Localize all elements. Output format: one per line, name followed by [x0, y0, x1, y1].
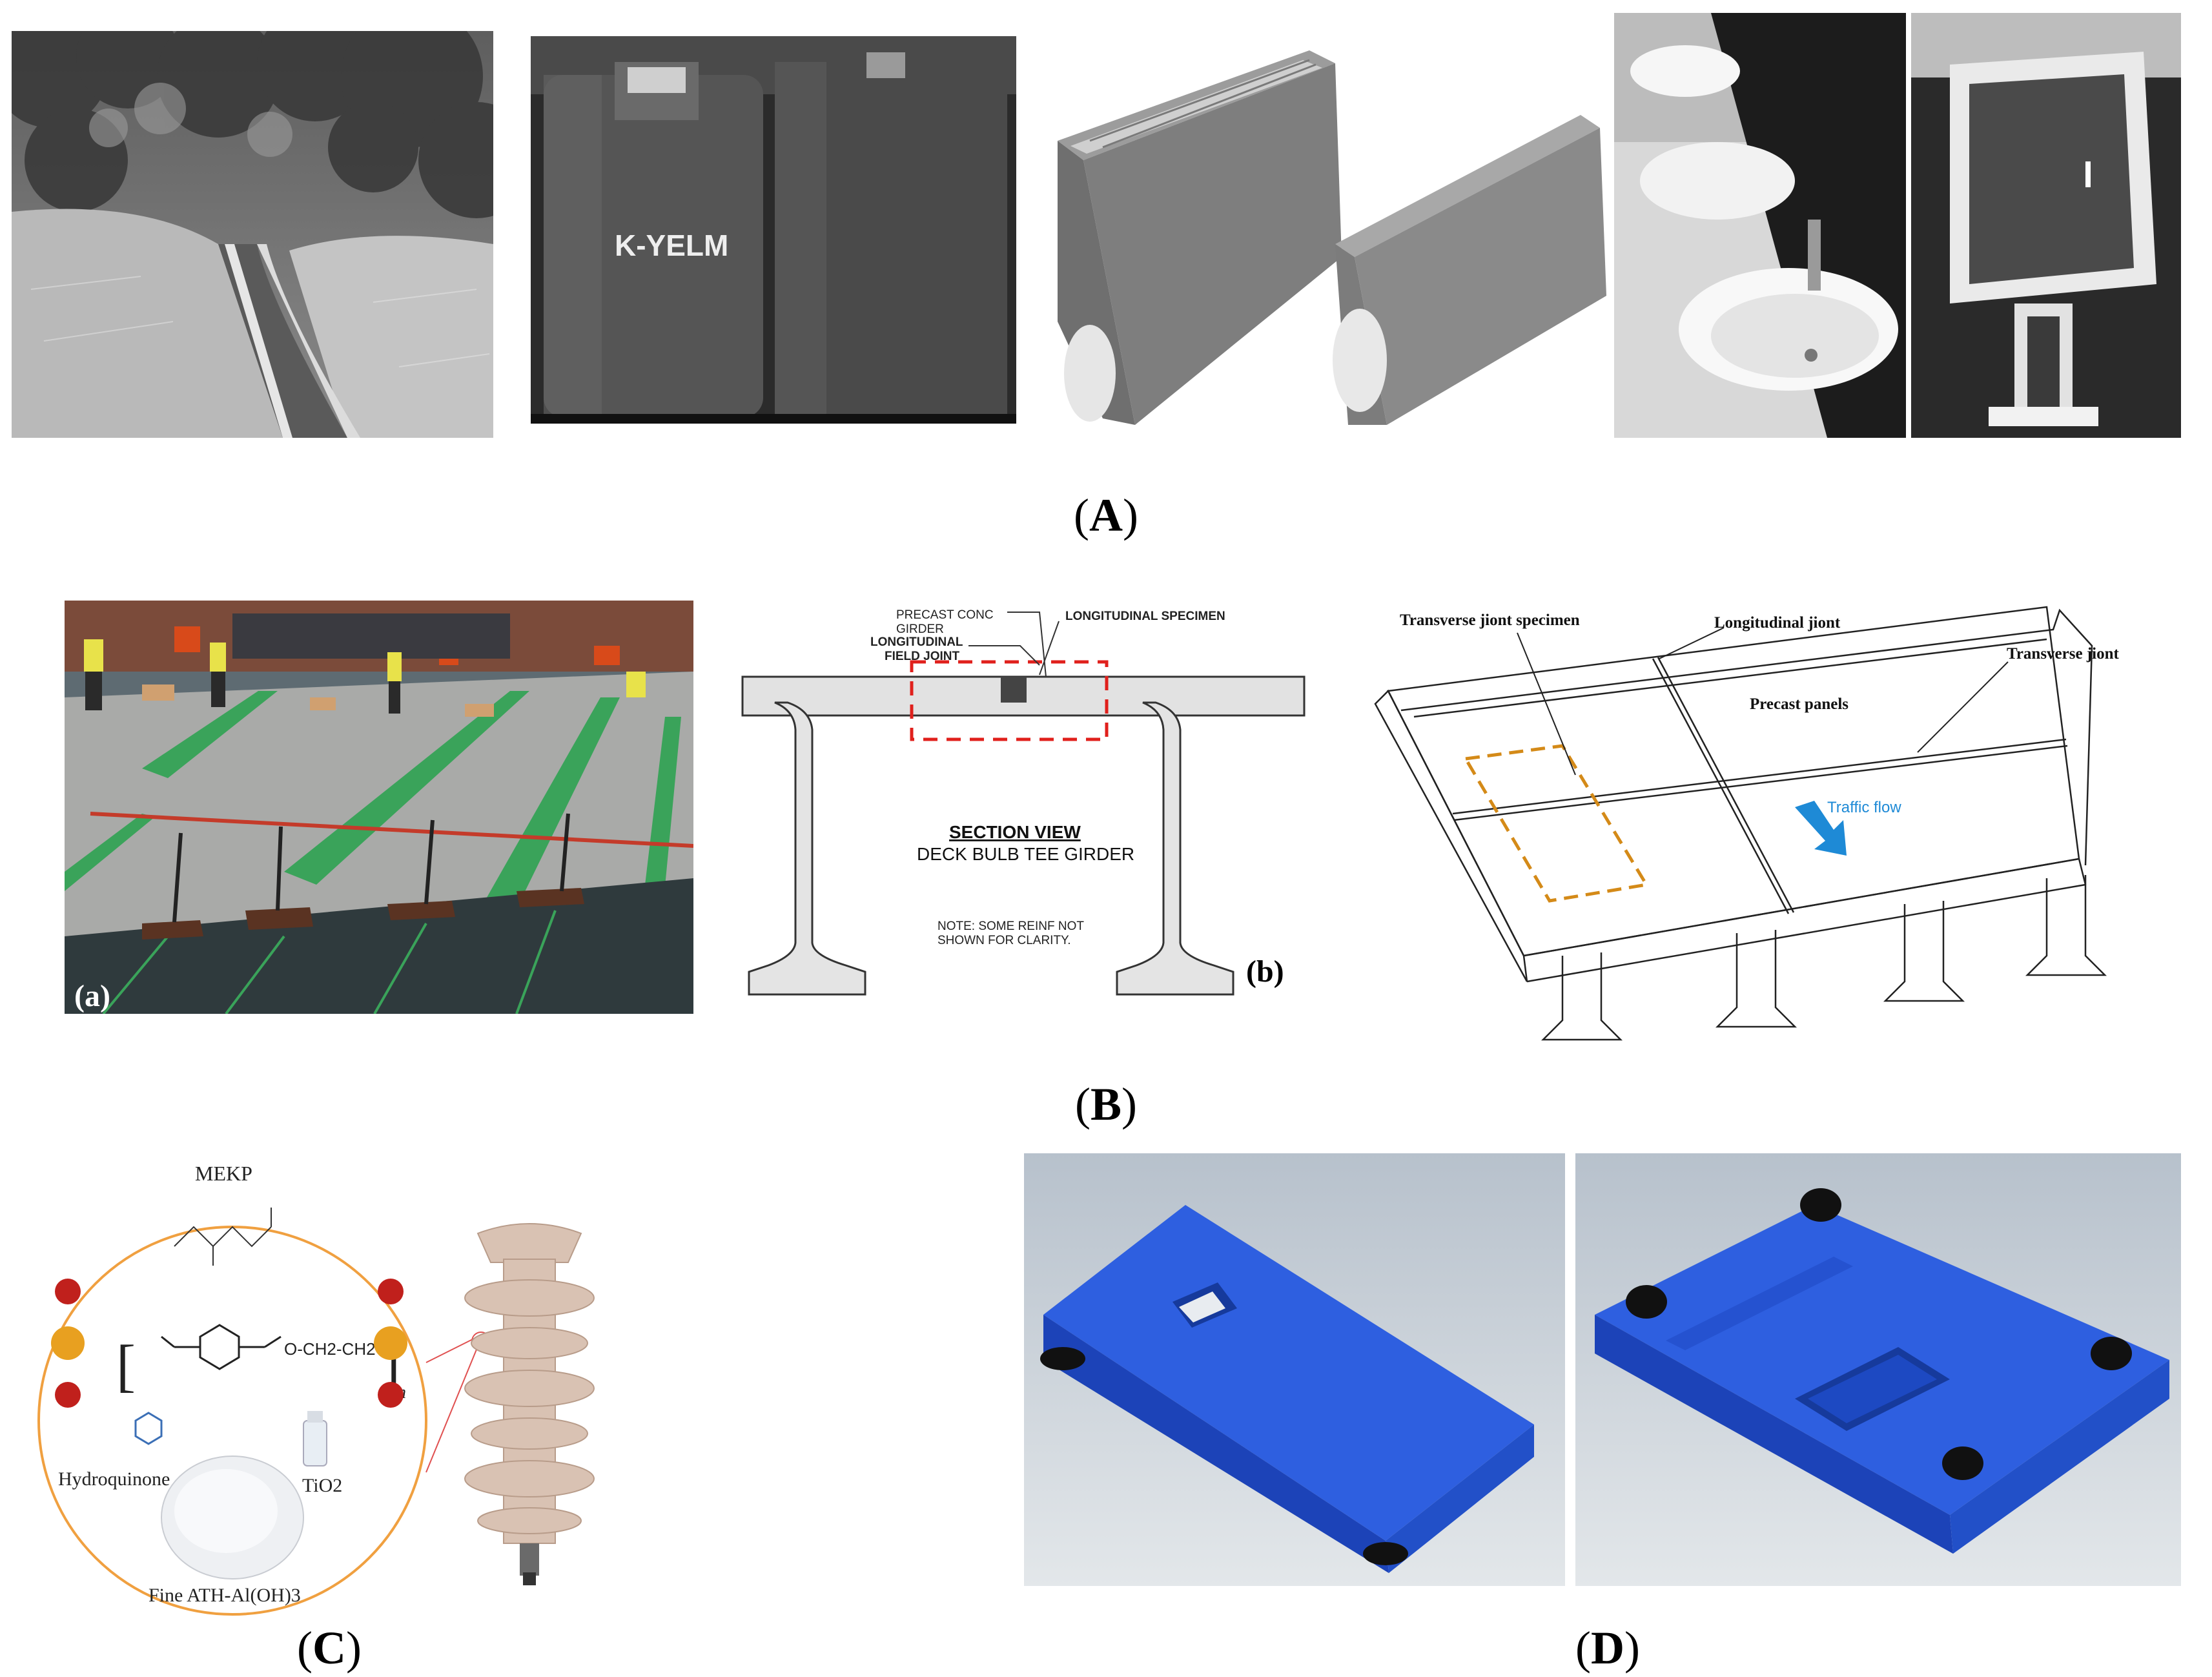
longitudinal-joint-label: Longitudinal jiont — [1714, 614, 1841, 632]
section-view-diagram: PRECAST CONC GIRDER LONGITUDINAL SPECIME… — [736, 594, 1311, 1001]
panel-b-label: (B) — [1075, 1078, 1137, 1130]
panel-d-label: (D) — [1575, 1622, 1640, 1674]
isometric-deck-diagram: Transverse jiont specimen Longitudinal j… — [1349, 594, 2189, 1046]
transverse-joint-label: Transverse jiont — [2007, 645, 2119, 663]
table-basin-photo — [1911, 13, 2181, 438]
sub-label-b: (b) — [1246, 954, 1284, 989]
sinks-photo — [1614, 13, 1906, 438]
sub-label-a: (a) — [74, 979, 110, 1013]
field-joint-label: FIELD JOINT — [885, 650, 960, 663]
hydroquinone-label: Hydroquinone — [58, 1468, 170, 1490]
transverse-specimen-label: Transverse jiont specimen — [1400, 612, 1580, 629]
section-view-title: SECTION VIEW — [949, 822, 1081, 842]
bridge-deck-photo: (a) — [65, 601, 693, 1014]
mekp-label: MEKP — [195, 1162, 252, 1185]
canal-photo — [12, 31, 493, 438]
chain-label: O-CH2-CH2 — [284, 1339, 376, 1359]
blue-part-view-1 — [1024, 1153, 1565, 1586]
note-line-2: SHOWN FOR CLARITY. — [937, 934, 1071, 947]
tio2-label: TiO2 — [302, 1475, 342, 1496]
traffic-flow-label: Traffic flow — [1827, 799, 1901, 816]
svg-text:[: [ — [116, 1334, 136, 1398]
longitudinal-specimen-label: LONGITUDINAL SPECIMEN — [1065, 610, 1225, 623]
precast-panels-label: Precast panels — [1750, 695, 1848, 713]
longitudinal-label: LONGITUDINAL — [870, 635, 963, 649]
polymer-composition-diagram: MEKP [ ] O-CH2-CH2 n — [26, 1149, 736, 1627]
ath-label: Fine ATH-Al(OH)3 — [148, 1585, 301, 1606]
tanks-photo: K-YELM — [531, 36, 1016, 424]
precast-conc-label: PRECAST CONC — [896, 608, 994, 622]
kyelm-logo: K-YELM — [615, 229, 728, 262]
girder-label: GIRDER — [896, 622, 944, 636]
drainage-channel-photo — [1051, 25, 1619, 431]
note-line-1: NOTE: SOME REINF NOT — [937, 920, 1084, 933]
panel-c-label: (C) — [297, 1622, 362, 1674]
blue-part-view-2 — [1575, 1153, 2181, 1586]
deck-bulb-label: DECK BULB TEE GIRDER — [917, 844, 1134, 864]
panel-a-label: (A) — [1074, 489, 1138, 541]
